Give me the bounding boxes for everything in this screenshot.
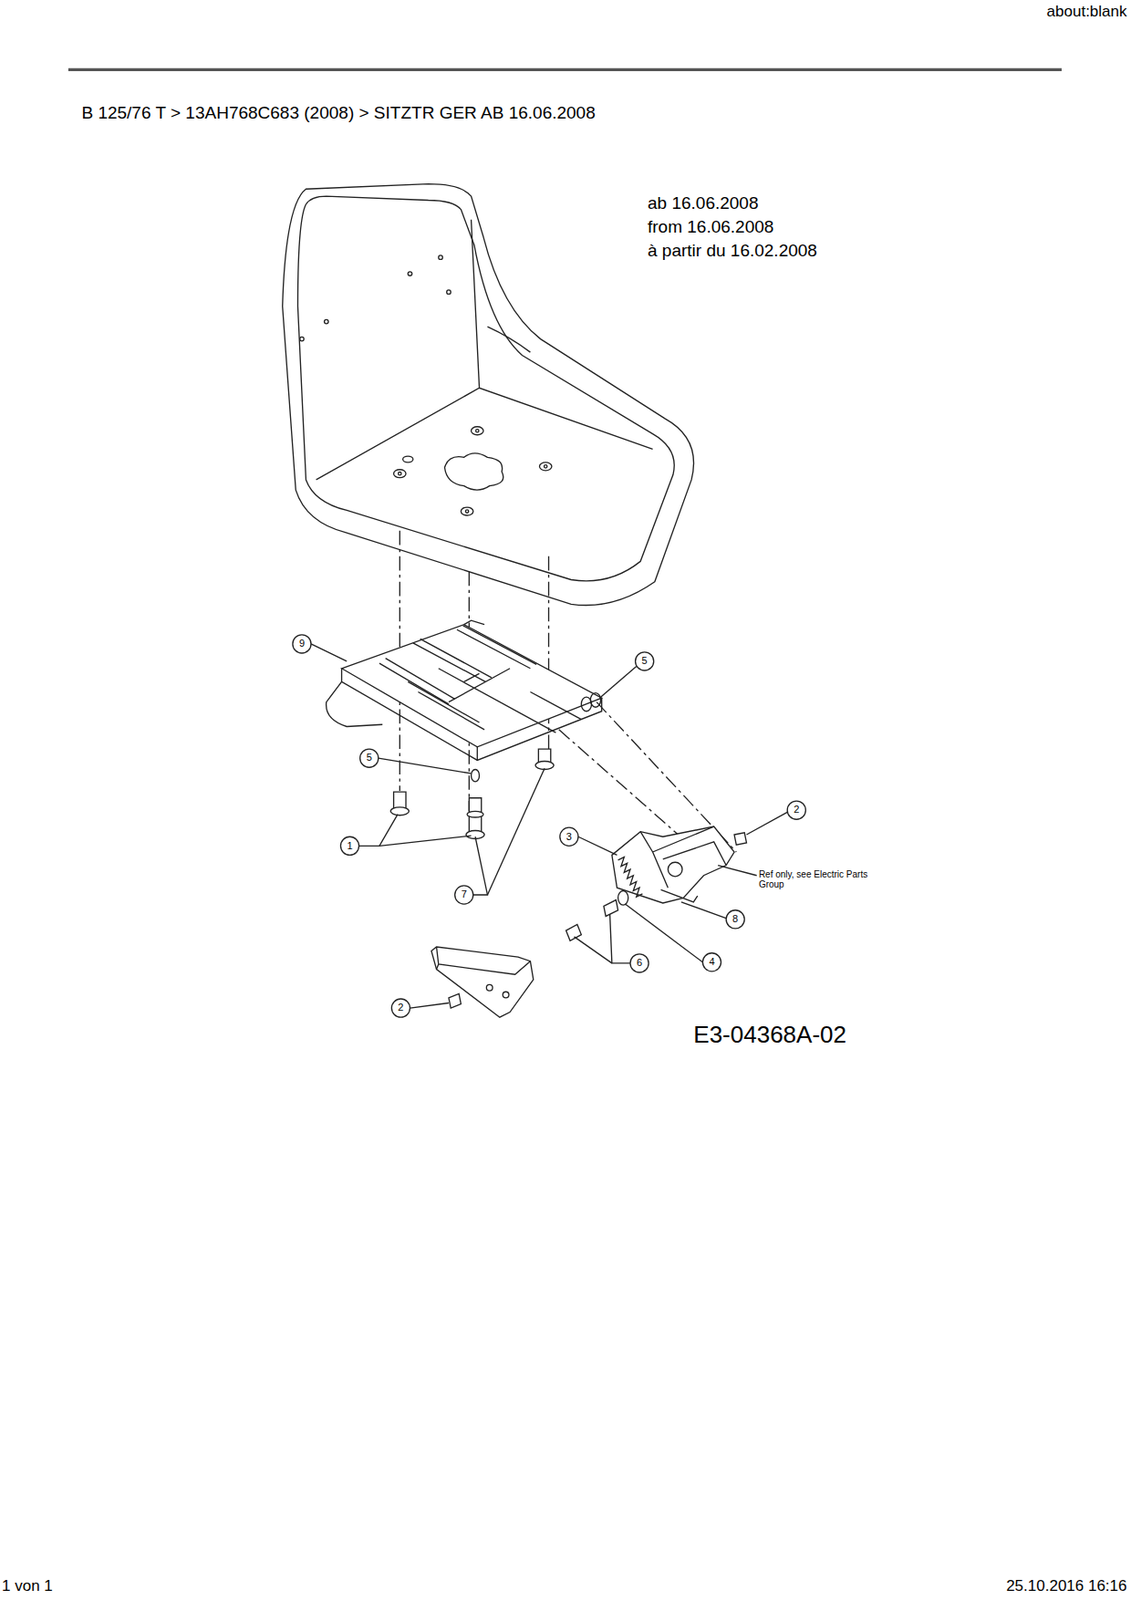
callout-number: 9 (299, 637, 305, 650)
date-note: ab 16.06.2008 (647, 193, 759, 214)
page-breadcrumb: B 125/76 T > 13AH768C683 (2008) > SITZTR… (81, 103, 595, 124)
callout-number: 3 (566, 830, 572, 843)
callout-number: 5 (366, 751, 373, 764)
print-timestamp: 25.10.2016 16:16 (1006, 1577, 1127, 1596)
callout-number: 6 (636, 956, 643, 969)
callout-number: 4 (708, 955, 715, 968)
date-note: à partir du 16.02.2008 (647, 240, 818, 261)
callout-number: 8 (732, 913, 738, 925)
callout-number: 7 (461, 888, 467, 901)
date-note: from 16.06.2008 (647, 217, 774, 238)
reference-note: Ref only, see Electric Parts Group (758, 869, 876, 891)
page-count: 1 von 1 (1, 1577, 53, 1596)
callout-number: 2 (793, 803, 799, 816)
callout-number: 2 (397, 1001, 404, 1014)
callout-number: 5 (642, 654, 648, 667)
drawing-number: E3-04368A-02 (693, 1021, 847, 1049)
callout-number: 1 (346, 840, 353, 852)
browser-header: about:blank (1047, 2, 1128, 21)
